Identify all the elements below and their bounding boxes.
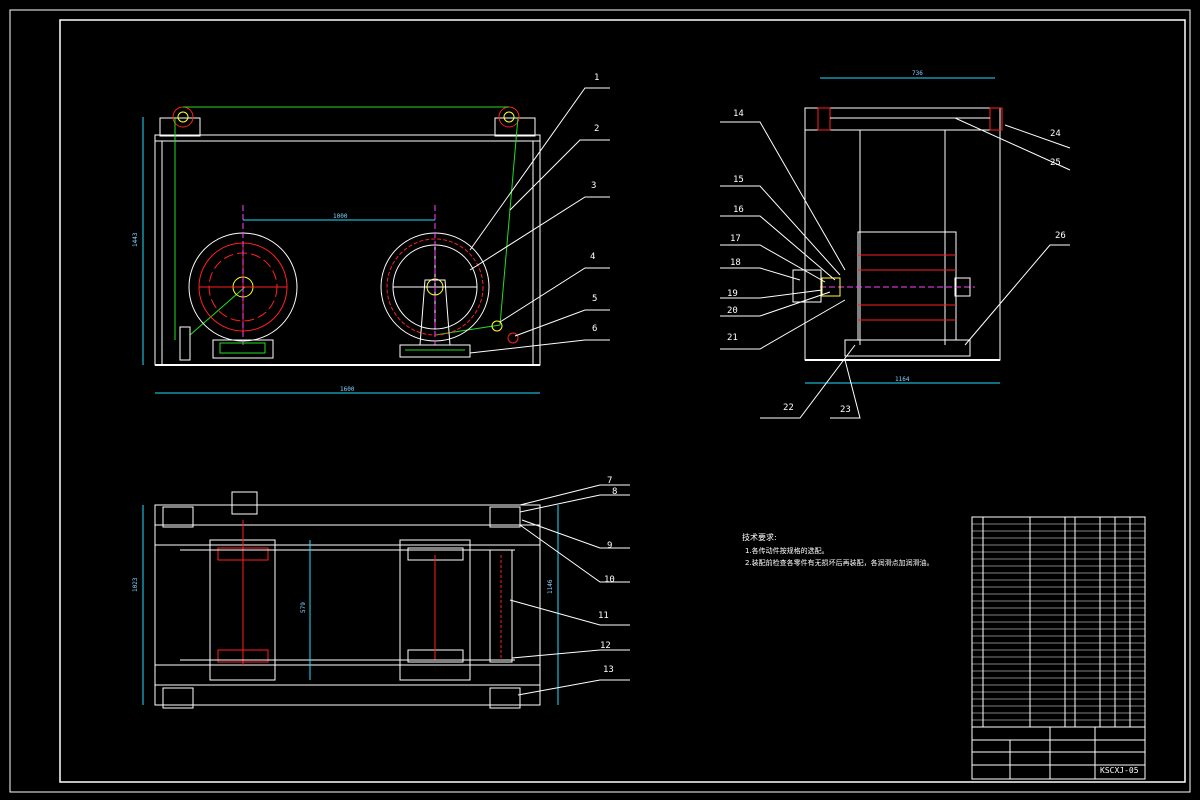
- callout-26: 26: [1055, 231, 1066, 241]
- side-frame: [804, 129, 1001, 361]
- callout-1: 1: [594, 73, 599, 83]
- callout-14: 14: [733, 109, 744, 119]
- callout-12: 12: [600, 641, 611, 651]
- callout-16: 16: [733, 205, 744, 215]
- callout-4: 4: [590, 252, 595, 262]
- callout-25: 25: [1050, 158, 1061, 168]
- side-coupling: [821, 277, 841, 297]
- callout-22: 22: [783, 403, 794, 413]
- notes-line-2: 2.装配前检查各零件有无损坏后再装配，各润滑点加润滑油。: [745, 558, 934, 567]
- side-motor: [792, 269, 822, 303]
- side-drum: [857, 231, 957, 341]
- idler-1: [491, 320, 503, 332]
- callout-11: 11: [598, 611, 609, 621]
- front-top-beam: [154, 134, 541, 142]
- notes-heading: 技术要求:: [742, 532, 777, 542]
- left-pulley-bracket: [159, 117, 201, 137]
- inner-frame: [59, 19, 1186, 783]
- left-top-pulley: [172, 106, 194, 128]
- right-drum-base: [399, 344, 471, 358]
- drawing-number: KSCXJ-05: [1100, 766, 1139, 775]
- dim-plan-inner: 1146: [547, 579, 554, 594]
- callout-21: 21: [727, 333, 738, 343]
- callout-10: 10: [604, 575, 615, 585]
- side-drum-base: [844, 339, 971, 357]
- dim-center: 1000: [333, 213, 348, 220]
- plan-corner-tl: [162, 506, 194, 528]
- right-pulley-bracket: [494, 117, 536, 137]
- callout-2: 2: [594, 124, 599, 134]
- dim-side-top: 736: [912, 70, 923, 77]
- left-guide-block: [179, 326, 191, 361]
- plan-corner-br: [489, 687, 521, 709]
- rope-to-left-drum: [189, 286, 246, 336]
- left-top-pulley-hub: [177, 111, 189, 123]
- left-drum-bearing: [219, 342, 266, 354]
- callout-8: 8: [612, 487, 617, 497]
- dim-front-height: 1443: [132, 232, 139, 247]
- front-view: 1000 1600 1443 1 2 3 4 5 6: [132, 73, 610, 394]
- callout-13: 13: [603, 665, 614, 675]
- callout-20: 20: [727, 306, 738, 316]
- callout-19: 19: [727, 289, 738, 299]
- callout-23: 23: [840, 405, 851, 415]
- side-view: 736 1164 14 15 16 17 18 19 20 21 22 23 2…: [720, 70, 1071, 419]
- rope-right: [499, 116, 519, 326]
- parts-list: [971, 516, 1146, 728]
- callout-18: 18: [730, 258, 741, 268]
- callout-3: 3: [591, 181, 596, 191]
- side-end-bearing: [954, 277, 971, 297]
- right-top-pulley: [498, 106, 520, 128]
- front-left-post: [154, 140, 163, 366]
- front-right-post: [532, 140, 541, 366]
- plan-frame: [154, 504, 541, 706]
- notes-line-1: 1.各传动件按规格的选配。: [745, 546, 829, 555]
- callout-15: 15: [733, 175, 744, 185]
- side-top-bearing-left: [817, 107, 831, 131]
- plan-motor: [231, 491, 258, 515]
- right-top-pulley-hub: [503, 111, 515, 123]
- plan-corner-tr: [489, 506, 521, 528]
- idler-2: [507, 332, 519, 344]
- plan-right-drum: [399, 539, 471, 681]
- title-block-frame: [971, 726, 1146, 780]
- callout-7: 7: [607, 476, 612, 486]
- callout-9: 9: [607, 541, 612, 551]
- callout-24: 24: [1050, 129, 1061, 139]
- plan-corner-bl: [162, 687, 194, 709]
- side-top-beam: [804, 107, 1001, 131]
- title-block: KSCXJ-05: [971, 726, 1146, 780]
- front-frame: [154, 134, 541, 366]
- dim-plan-span: 579: [300, 602, 307, 613]
- dim-side-width: 1164: [895, 376, 910, 383]
- outer-border: [9, 9, 1191, 793]
- side-top-bearing-right: [989, 107, 1003, 131]
- callout-17: 17: [730, 234, 741, 244]
- dim-front-width: 1600: [340, 386, 355, 393]
- left-drum-base: [212, 339, 274, 359]
- callout-6: 6: [592, 324, 597, 334]
- dim-plan-depth: 1023: [132, 577, 139, 592]
- callout-5: 5: [592, 294, 597, 304]
- technical-notes: 技术要求: 1.各传动件按规格的选配。 2.装配前检查各零件有无损坏后再装配，各…: [742, 532, 934, 567]
- plan-view: 1023 1146 579 7 8 9 10 11 12 13: [132, 476, 630, 709]
